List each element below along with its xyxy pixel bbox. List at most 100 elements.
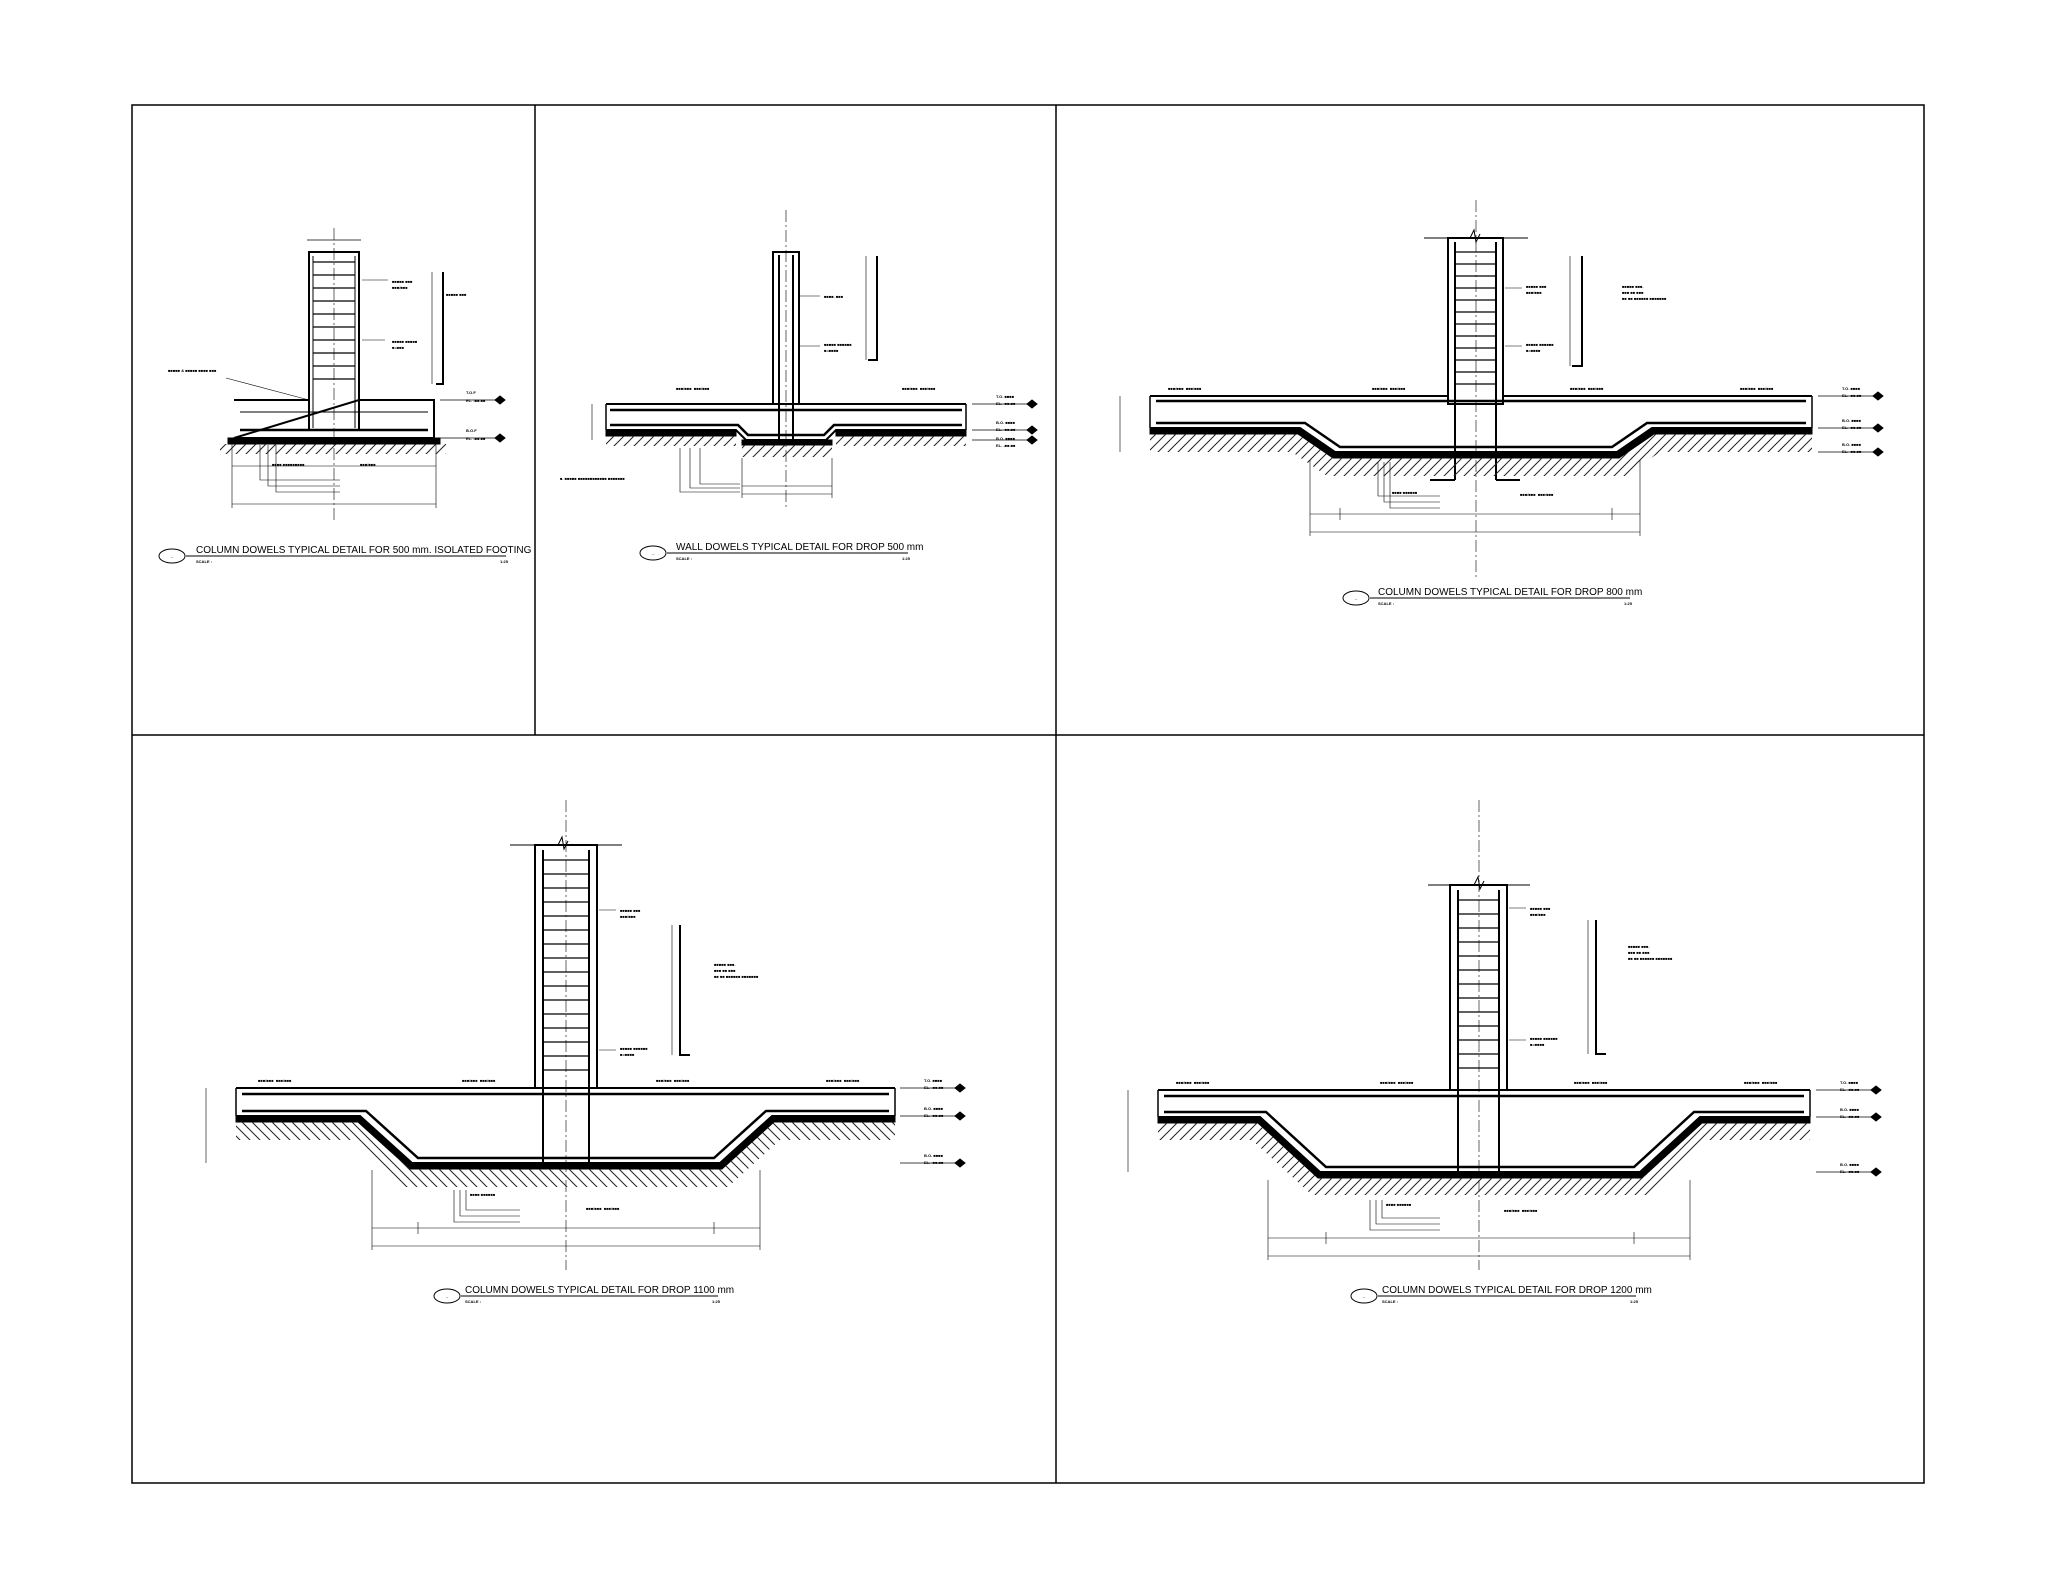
svg-text:EL. -■■.■■: EL. -■■.■■ <box>466 436 486 441</box>
svg-text:■■ ■■ ■■■■■■ ■■■■■■■: ■■ ■■ ■■■■■■ ■■■■■■■ <box>1628 956 1673 961</box>
svg-text:■■■/■■■ ■■■/■■■: ■■■/■■■ ■■■/■■■ <box>1372 386 1406 391</box>
detail-2-small-labels: ■■■■. ■■■ ■■■■■ ■■■■■■■=■■■■ ■■■/■■■ ■■■/… <box>560 294 1016 481</box>
svg-text:■■■/■■■ ■■■/■■■: ■■■/■■■ ■■■/■■■ <box>826 1078 860 1083</box>
scale-value: 1:25 <box>1624 601 1633 606</box>
svg-text:■■■/■■■ ■■■/■■■: ■■■/■■■ ■■■/■■■ <box>1520 492 1554 497</box>
svg-text:B.O. ■■■■: B.O. ■■■■ <box>996 436 1016 441</box>
svg-text:■■■■■ ■■■: ■■■■■ ■■■ <box>392 279 413 284</box>
svg-text:--: -- <box>652 551 655 556</box>
detail-2-title-block: -- WALL DOWELS TYPICAL DETAIL FOR DROP 5… <box>639 542 923 561</box>
svg-text:EL. -■■.■■: EL. -■■.■■ <box>1842 449 1862 454</box>
svg-text:■■■/■■■ ■■■/■■■: ■■■/■■■ ■■■/■■■ <box>1570 386 1604 391</box>
svg-text:■■■/■■■: ■■■/■■■ <box>392 285 408 290</box>
scale-label: SCALE : <box>465 1299 481 1304</box>
svg-text:■■■■■ & ■■■■■ ■■■■ ■■■: ■■■■■ & ■■■■■ ■■■■ ■■■ <box>168 368 217 373</box>
svg-text:■■■/■■■ ■■■/■■■: ■■■/■■■ ■■■/■■■ <box>1176 1080 1210 1085</box>
svg-text:■■■/■■■ ■■■/■■■: ■■■/■■■ ■■■/■■■ <box>1504 1208 1538 1213</box>
detail-title: COLUMN DOWELS TYPICAL DETAIL FOR DROP 80… <box>1378 587 1642 598</box>
column-ties <box>1458 899 1499 1069</box>
svg-text:■■■■■ ■■■: ■■■■■ ■■■ <box>446 292 467 297</box>
svg-text:■■■■■ ■■■■■■: ■■■■■ ■■■■■■ <box>824 342 852 347</box>
scale-label: SCALE : <box>1378 601 1394 606</box>
svg-text:■■■/■■■: ■■■/■■■ <box>360 462 376 467</box>
svg-text:B.O. ■■■■: B.O. ■■■■ <box>1840 1107 1860 1112</box>
detail-column-drop-1200 <box>1127 800 1882 1270</box>
svg-text:■■■/■■■: ■■■/■■■ <box>1526 290 1542 295</box>
scale-value: 1:25 <box>712 1299 721 1304</box>
detail-1-title-block: -- COLUMN DOWELS TYPICAL DETAIL FOR 500 … <box>158 545 532 564</box>
detail-title: COLUMN DOWELS TYPICAL DETAIL FOR DROP 12… <box>1382 1285 1652 1296</box>
svg-text:■■■/■■■ ■■■/■■■: ■■■/■■■ ■■■/■■■ <box>676 386 710 391</box>
svg-text:■■■/■■■: ■■■/■■■ <box>620 914 636 919</box>
svg-text:B.O. ■■■■: B.O. ■■■■ <box>1842 418 1862 423</box>
detail-5-small-labels: ■■■■■ ■■■■■■/■■■ ■■■■■ ■■■■■■■=■■■■ ■■■■… <box>1176 906 1860 1213</box>
svg-text:■■■■. ■■■: ■■■■. ■■■ <box>824 294 844 299</box>
svg-text:■■■■■ ■■■.: ■■■■■ ■■■. <box>1628 944 1650 949</box>
svg-text:EL. -■■.■■: EL. -■■.■■ <box>1842 393 1862 398</box>
svg-text:EL. -■■.■■: EL. -■■.■■ <box>1842 425 1862 430</box>
svg-text:B.O. ■■■■: B.O. ■■■■ <box>924 1153 944 1158</box>
svg-text:■■■/■■■ ■■■/■■■: ■■■/■■■ ■■■/■■■ <box>1744 1080 1778 1085</box>
detail-4-small-labels: ■■■■■ ■■■■■■/■■■ ■■■■■ ■■■■■■■=■■■■ ■■■■… <box>258 908 944 1211</box>
svg-text:■■■■■ ■■■.: ■■■■■ ■■■. <box>714 962 736 967</box>
svg-text:■■■■■ ■■■■■■: ■■■■■ ■■■■■■ <box>1526 342 1554 347</box>
detail-isolated-footing <box>220 228 506 520</box>
svg-text:EL. -■■.■■: EL. -■■.■■ <box>466 398 486 403</box>
detail-4-title-block: -- COLUMN DOWELS TYPICAL DETAIL FOR DROP… <box>433 1285 734 1304</box>
svg-text:--: -- <box>1363 1294 1366 1299</box>
svg-text:EL. -■■.■■: EL. -■■.■■ <box>996 443 1016 448</box>
svg-text:EL. -■■.■■: EL. -■■.■■ <box>1840 1114 1860 1119</box>
scale-label: SCALE : <box>1382 1299 1398 1304</box>
svg-text:■■■/■■■ ■■■/■■■: ■■■/■■■ ■■■/■■■ <box>656 1078 690 1083</box>
sheet-frame <box>131 104 1925 1484</box>
svg-text:■=■■■■: ■=■■■■ <box>1526 348 1541 353</box>
svg-text:EL. -■■.■■: EL. -■■.■■ <box>1840 1087 1860 1092</box>
svg-text:■=■■■■: ■=■■■■ <box>824 348 839 353</box>
svg-text:■■■/■■■ ■■■/■■■: ■■■/■■■ ■■■/■■■ <box>1574 1080 1608 1085</box>
detail-column-drop-1100 <box>205 800 966 1270</box>
svg-text:B.O. ■■■■: B.O. ■■■■ <box>996 420 1016 425</box>
svg-text:■■■■■ ■■■■■■: ■■■■■ ■■■■■■ <box>620 1046 648 1051</box>
svg-text:■■ ■■ ■■■■■■ ■■■■■■■: ■■ ■■ ■■■■■■ ■■■■■■■ <box>1622 296 1667 301</box>
detail-1-small-labels: ■■■■■ ■■■■■■/■■■ ■■■■■ ■■■■■■=■■■ ■■■■■ … <box>168 279 486 467</box>
svg-text:■■■/■■■ ■■■/■■■: ■■■/■■■ ■■■/■■■ <box>1168 386 1202 391</box>
svg-text:■■■■ ■■■■■■■■■: ■■■■ ■■■■■■■■■ <box>272 462 305 467</box>
svg-text:--: -- <box>446 1294 449 1299</box>
detail-3-small-labels: ■■■■■ ■■■■■■/■■■ ■■■■■ ■■■■■■■=■■■■ ■■■■… <box>1168 284 1862 497</box>
scale-value: 1:25 <box>1630 1299 1639 1304</box>
svg-text:■■■/■■■ ■■■/■■■: ■■■/■■■ ■■■/■■■ <box>1380 1080 1414 1085</box>
svg-text:■■■■■ ■■■■■: ■■■■■ ■■■■■ <box>392 339 418 344</box>
svg-text:EL. -■■.■■: EL. -■■.■■ <box>996 401 1016 406</box>
detail-column-drop-800 <box>1119 200 1884 580</box>
scale-label: SCALE : <box>196 559 212 564</box>
svg-text:■■■ ■■ ■■■: ■■■ ■■ ■■■ <box>714 968 736 973</box>
detail-title: WALL DOWELS TYPICAL DETAIL FOR DROP 500 … <box>676 542 923 553</box>
svg-text:■■■■■ ■■■: ■■■■■ ■■■ <box>1530 906 1551 911</box>
svg-text:--: -- <box>1355 596 1358 601</box>
svg-text:EL. -■■.■■: EL. -■■.■■ <box>924 1085 944 1090</box>
svg-text:■■■ ■■ ■■■: ■■■ ■■ ■■■ <box>1622 290 1644 295</box>
svg-text:■■■/■■■: ■■■/■■■ <box>1530 912 1546 917</box>
svg-text:■■■/■■■ ■■■/■■■: ■■■/■■■ ■■■/■■■ <box>1740 386 1774 391</box>
svg-text:■=■■■: ■=■■■ <box>392 345 405 350</box>
svg-text:T.O. ■■■■: T.O. ■■■■ <box>924 1078 943 1083</box>
column-ties <box>1455 251 1496 385</box>
svg-text:B.O. ■■■■: B.O. ■■■■ <box>1840 1162 1860 1167</box>
svg-text:T.O. ■■■■: T.O. ■■■■ <box>1842 386 1861 391</box>
svg-text:■■■/■■■ ■■■/■■■: ■■■/■■■ ■■■/■■■ <box>902 386 936 391</box>
scale-label: SCALE : <box>676 556 692 561</box>
detail-3-title-block: -- COLUMN DOWELS TYPICAL DETAIL FOR DROP… <box>1342 587 1642 606</box>
svg-text:■=■■■■: ■=■■■■ <box>1530 1042 1545 1047</box>
svg-text:■■■/■■■ ■■■/■■■: ■■■/■■■ ■■■/■■■ <box>462 1078 496 1083</box>
svg-text:■■■■■ ■■■: ■■■■■ ■■■ <box>620 908 641 913</box>
svg-text:--: -- <box>171 554 174 559</box>
svg-text:T.O.F: T.O.F <box>466 390 476 395</box>
svg-text:B.O.F: B.O.F <box>466 428 477 433</box>
svg-text:EL. -■■.■■: EL. -■■.■■ <box>996 427 1016 432</box>
detail-5-title-block: -- COLUMN DOWELS TYPICAL DETAIL FOR DROP… <box>1350 1285 1652 1304</box>
svg-text:■■■■ ■■■■■■: ■■■■ ■■■■■■ <box>1392 490 1418 495</box>
svg-text:T.O. ■■■■: T.O. ■■■■ <box>996 394 1015 399</box>
detail-wall-drop-500 <box>591 210 1038 510</box>
svg-text:B.O. ■■■■: B.O. ■■■■ <box>924 1106 944 1111</box>
svg-text:■■■■ ■■■■■■: ■■■■ ■■■■■■ <box>470 1192 496 1197</box>
